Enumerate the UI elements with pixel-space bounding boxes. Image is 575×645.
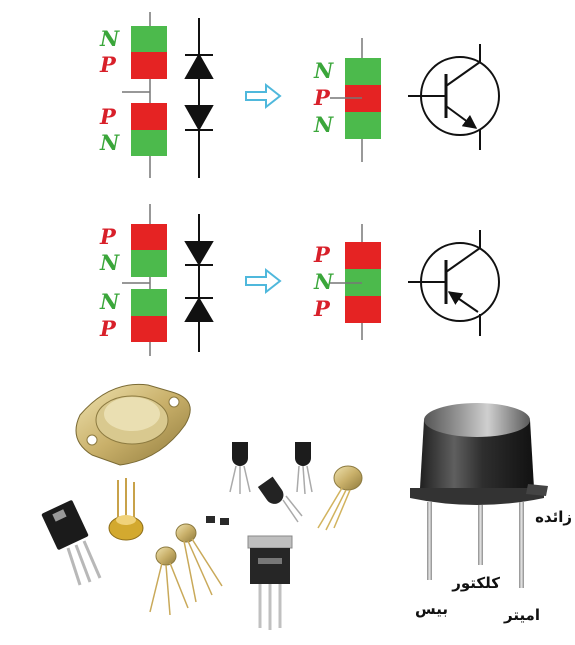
- region-label: P: [99, 224, 117, 249]
- npn-diode-symbols: [184, 18, 214, 178]
- to220-plastic-transistor: [247, 535, 293, 630]
- to3-metal-can-transistor: [75, 383, 191, 466]
- can-body: [420, 420, 534, 488]
- emitter-label: امیتر: [503, 606, 540, 624]
- transistor-photo-collage: [41, 383, 363, 630]
- equivalence-arrow-icon: [245, 267, 282, 295]
- pnp-diode-pair: P N N P: [99, 204, 167, 356]
- n-region: [345, 58, 381, 85]
- region-label: N: [313, 112, 334, 137]
- to92-plastic-transistor: [229, 442, 313, 523]
- n-region: [131, 130, 167, 156]
- region-label: P: [99, 52, 117, 77]
- pnp-transistor-symbol: [408, 230, 500, 336]
- equivalence-arrow-icon: [245, 82, 282, 110]
- diode-lower-symbol: [184, 297, 214, 322]
- p-region: [131, 103, 167, 130]
- emitter-pin: [519, 502, 524, 588]
- p-region: [131, 224, 167, 250]
- p-region: [345, 296, 381, 323]
- tab-label: زائده: [535, 508, 572, 526]
- region-label: N: [313, 269, 334, 294]
- metal-can-transistor-pinout: زائده کلکتور بیس امیتر: [410, 403, 572, 624]
- region-label: P: [313, 85, 331, 110]
- region-label: P: [313, 242, 331, 267]
- npn-diode-pair: N P P N: [99, 12, 167, 178]
- emitter-arrow-out: [445, 105, 478, 129]
- pnp-transistor-blocks: P N P: [313, 224, 381, 340]
- emitter-arrow-in: [447, 291, 479, 313]
- n-region: [131, 250, 167, 277]
- to126-plastic-transistor: [41, 500, 102, 586]
- region-label: N: [99, 250, 120, 275]
- region-label: P: [99, 104, 117, 129]
- diode-upper-symbol: [184, 52, 214, 79]
- region-label: N: [99, 130, 120, 155]
- to39-metal-can-transistor: [317, 465, 363, 531]
- region-label: P: [313, 296, 331, 321]
- npn-transistor-symbol: [408, 44, 500, 150]
- collector-pin: [478, 505, 483, 565]
- base-label: بیس: [415, 600, 448, 618]
- collector-line: [445, 61, 481, 87]
- to18-metal-can-transistor: [149, 523, 223, 616]
- npn-equivalence-arrow: [245, 82, 282, 110]
- pnp-equivalence-arrow: [245, 267, 282, 295]
- p-region: [345, 242, 381, 269]
- diode-lower-symbol: [184, 105, 214, 132]
- region-label: N: [99, 26, 120, 51]
- smd-transistor: [206, 516, 229, 525]
- pnp-diode-symbols: [184, 214, 214, 352]
- p-region: [131, 316, 167, 342]
- n-region: [345, 112, 381, 139]
- diode-upper-symbol: [184, 241, 214, 266]
- region-label: P: [99, 316, 117, 341]
- collector-line: [445, 247, 481, 273]
- can-tab: [526, 484, 548, 496]
- can-flange: [410, 488, 544, 505]
- n-region: [131, 26, 167, 52]
- gold-metal-can-transistor: [108, 478, 144, 541]
- p-region: [131, 52, 167, 79]
- collector-label: کلکتور: [451, 574, 500, 592]
- region-label: N: [99, 289, 120, 314]
- npn-transistor-blocks: N P N: [313, 38, 381, 162]
- base-pin: [427, 502, 432, 580]
- can-top: [424, 403, 530, 437]
- region-label: N: [313, 58, 334, 83]
- n-region: [131, 289, 167, 316]
